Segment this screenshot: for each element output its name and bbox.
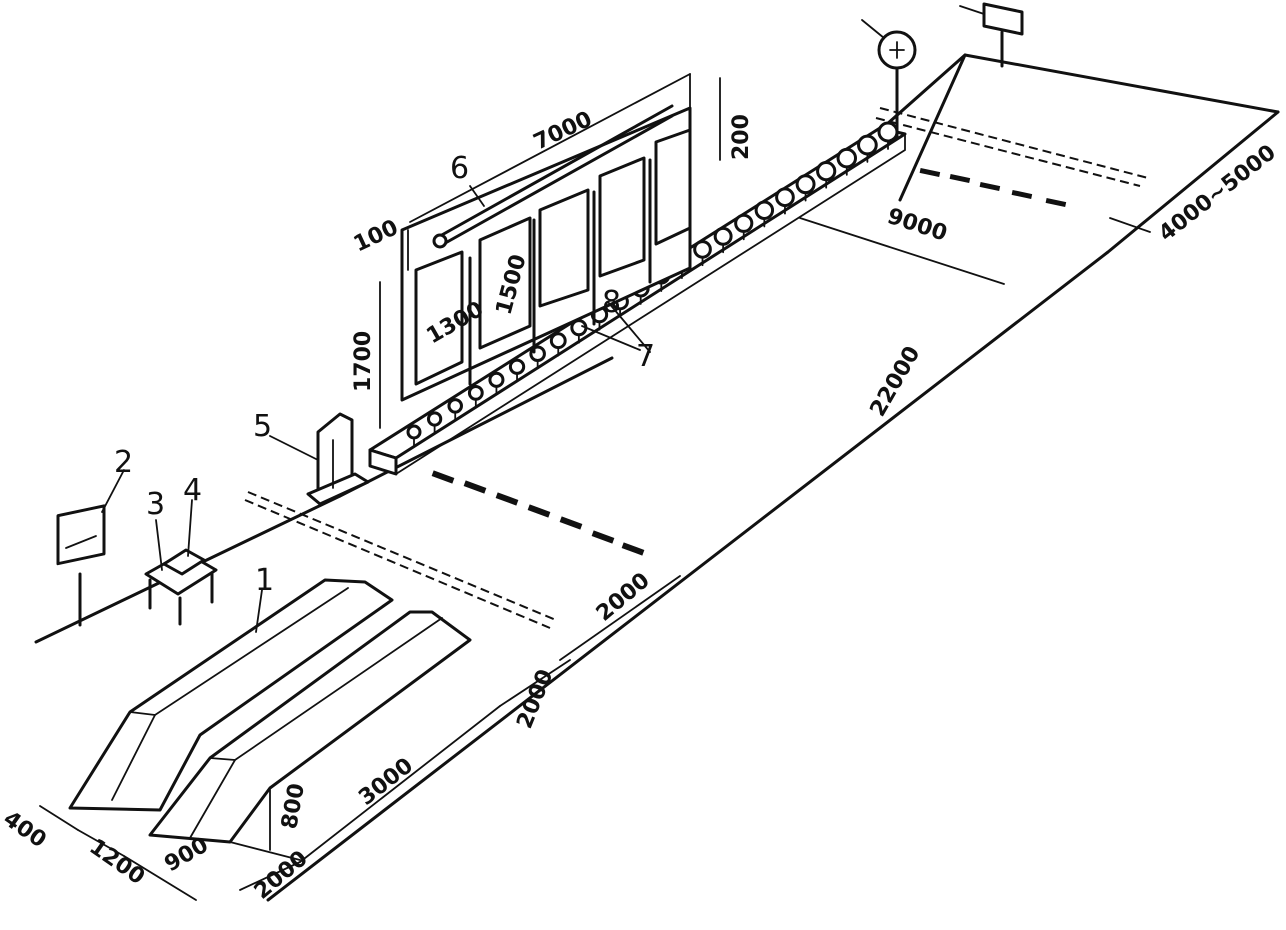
signal-light bbox=[836, 147, 858, 169]
dim-200: 200 bbox=[729, 114, 754, 160]
signal-light bbox=[406, 424, 422, 440]
zone-dashed-lines bbox=[244, 107, 1149, 629]
signal-light bbox=[754, 200, 775, 220]
signal-light bbox=[447, 398, 463, 414]
round-sign-post bbox=[861, 19, 917, 140]
dim-3000: 3000 bbox=[354, 753, 418, 810]
far-signboard bbox=[959, 2, 1024, 68]
dim-22000: 22000 bbox=[866, 342, 926, 421]
control-pillar bbox=[306, 412, 370, 506]
label-2: 2 bbox=[114, 445, 133, 480]
label-5: 5 bbox=[253, 409, 272, 444]
dim-2000-b: 2000 bbox=[512, 666, 558, 732]
dim-9000: 9000 bbox=[884, 204, 950, 247]
signal-light bbox=[467, 384, 484, 401]
signal-light bbox=[508, 358, 526, 375]
ramp-assembly bbox=[68, 578, 472, 861]
ground-marking-dashes bbox=[431, 167, 1067, 556]
signal-light bbox=[713, 226, 733, 246]
dim-400: 400 bbox=[0, 806, 51, 853]
signal-light bbox=[795, 174, 816, 195]
dim-1200: 1200 bbox=[85, 834, 149, 890]
dim-7000: 7000 bbox=[530, 107, 596, 156]
dim-800: 800 bbox=[277, 781, 310, 831]
board-panels bbox=[414, 128, 692, 386]
signal-light bbox=[877, 121, 899, 143]
label-7: 7 bbox=[636, 339, 655, 374]
signal-light bbox=[426, 411, 443, 427]
signal-light bbox=[734, 213, 754, 233]
dimension-lines bbox=[39, 73, 1151, 901]
leader-lines bbox=[101, 185, 485, 633]
label-3: 3 bbox=[146, 487, 165, 522]
label-6: 6 bbox=[450, 151, 469, 186]
dim-100: 100 bbox=[350, 215, 402, 257]
label-1: 1 bbox=[255, 563, 274, 598]
signal-light bbox=[693, 240, 712, 259]
dim-1700: 1700 bbox=[351, 331, 376, 392]
display-board bbox=[400, 104, 692, 402]
signal-light bbox=[549, 332, 567, 350]
signal-light bbox=[488, 371, 505, 388]
side-table bbox=[144, 548, 218, 626]
signal-light bbox=[857, 134, 878, 156]
label-8: 8 bbox=[602, 285, 621, 320]
signal-light bbox=[816, 161, 837, 182]
dim-2000-a: 2000 bbox=[592, 568, 655, 627]
signboard bbox=[56, 504, 106, 627]
dim-4000-5000: 4000~5000 bbox=[1154, 140, 1280, 246]
signal-light bbox=[775, 187, 795, 208]
label-4: 4 bbox=[183, 473, 202, 508]
